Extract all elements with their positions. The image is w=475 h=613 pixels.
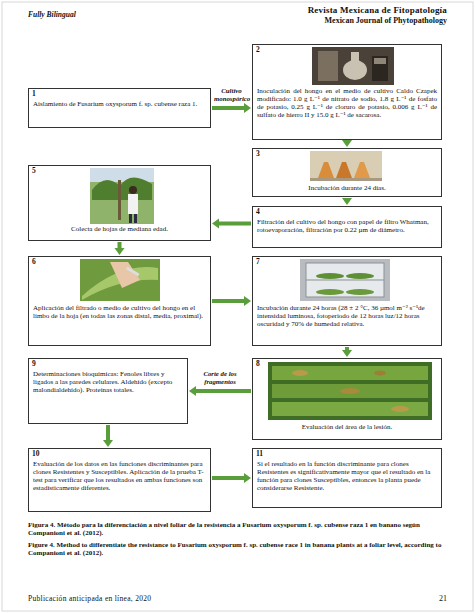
process-box: 9Determinaciones bioquímicas: Fenoles li…	[28, 358, 188, 424]
edge-label: Cultivo monospórico	[214, 87, 249, 102]
arrow-head	[244, 296, 251, 306]
page-number: 21	[420, 594, 447, 604]
arrow-head	[244, 103, 251, 113]
flow-arrow	[118, 242, 122, 249]
leaf-application-photo	[80, 259, 160, 301]
step-number: 11	[256, 450, 263, 458]
edge-label: Corte de los fragmentos	[196, 370, 244, 385]
arrow-head	[115, 248, 125, 255]
arrow-head	[212, 219, 219, 229]
step-number: 2	[256, 46, 260, 54]
step-number: 7	[256, 258, 260, 266]
step-text: Determinaciones bioquímicas: Fenoles lib…	[29, 370, 187, 394]
flasks-photo	[310, 151, 382, 181]
step-text: Colecta de hojas de mediana edad.	[29, 225, 210, 233]
running-head: Fully Bilingual	[28, 10, 148, 19]
process-box: 10Evaluación de los datos en las funcion…	[28, 448, 211, 512]
flow-arrow	[218, 222, 251, 226]
footer-note: Publicación anticipada en línea, 2020	[28, 594, 278, 603]
journal-title-english: Mexican Journal of Phytopathology	[230, 16, 447, 26]
step-number: 3	[256, 150, 260, 158]
step-text: Aislamiento de Fusarium oxysporum f. sp.…	[29, 100, 210, 108]
step-number: 1	[32, 90, 36, 98]
leaf-fragments-photo	[268, 362, 432, 420]
flow-arrow	[195, 389, 251, 393]
step-number: 4	[256, 208, 260, 216]
step-text: Filtración del cultivo del hongo con pap…	[253, 218, 441, 234]
step-text: Incubación durante 24 días.	[253, 184, 441, 192]
step-number: 8	[256, 360, 260, 368]
step-text: Evaluación del área de la lesión.	[253, 423, 441, 431]
flow-arrow	[212, 299, 245, 303]
process-box: 5Colecta de hojas de mediana edad.	[28, 165, 211, 241]
process-box: 8Evaluación del área de la lesión.	[252, 358, 442, 440]
step-text: Si el resultado en la función discrimina…	[253, 460, 441, 492]
step-text: Aplicación del filtrado o medio de culti…	[29, 304, 210, 320]
arrow-head	[189, 386, 196, 396]
process-box: 11 Si el resultado en la función discrimi…	[252, 448, 442, 508]
figure-caption-english: Figure 4. Method to differentiate the re…	[28, 541, 448, 558]
arrow-head	[342, 350, 352, 357]
process-box: 4Filtración del cultivo del hongo con pa…	[252, 206, 442, 248]
figure-caption: Figura 4. Método para la diferenciación …	[28, 521, 448, 538]
step-number: 9	[32, 360, 36, 368]
process-box: 6Aplicación del filtrado o medio de cult…	[28, 256, 211, 346]
process-box: 1Aislamiento de Fusarium oxysporum f. sp…	[28, 88, 211, 128]
arrow-head	[342, 198, 352, 205]
process-box: 3Incubación durante 24 días.	[252, 148, 442, 197]
flow-arrow	[212, 106, 245, 110]
flow-arrow	[212, 476, 245, 480]
step-text: Incubación durante 24 horas (28 ± 2 °C, …	[253, 304, 441, 328]
step-number: 6	[32, 258, 36, 266]
step-text: Evaluación de los datos en las funciones…	[29, 460, 210, 492]
arrow-head	[103, 440, 113, 447]
arrow-head	[244, 473, 251, 483]
process-box: 2Inoculación del hongo en el medio de cu…	[252, 44, 442, 140]
growth-chamber-photo	[300, 259, 390, 301]
step-number: 10	[32, 450, 40, 458]
flow-arrow	[106, 425, 110, 441]
step-number: 5	[32, 167, 36, 175]
arrow-head	[342, 140, 352, 147]
field-photo	[90, 168, 154, 224]
step-text: Inoculación del hongo en el medio de cul…	[253, 87, 441, 119]
journal-title: Revista Mexicana de Fitopatología	[230, 5, 447, 16]
lab-photo	[312, 47, 394, 85]
process-box: 7Incubación durante 24 horas (28 ± 2 °C,…	[252, 256, 442, 346]
